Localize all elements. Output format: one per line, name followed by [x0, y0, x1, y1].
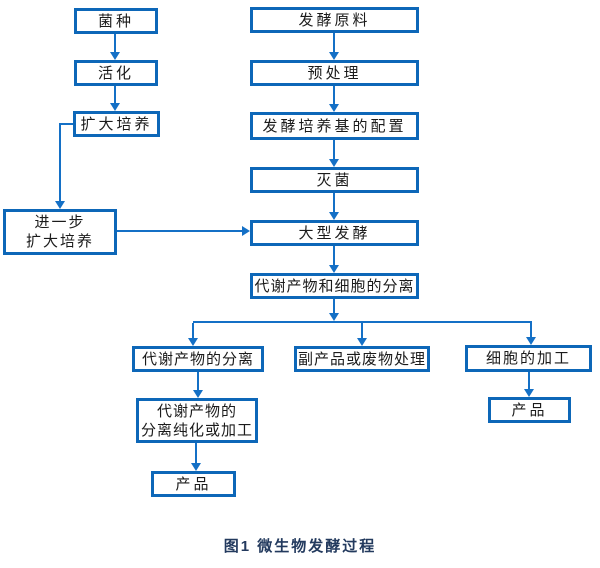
connector-activation-expand-arrowhead [110, 103, 120, 111]
node-activation-label: 活化 [97, 64, 134, 82]
connector-strain-activation-arrowhead [110, 52, 120, 60]
node-cell-processing-label: 细胞的加工 [485, 350, 571, 367]
connector-processing-product-left-arrowhead [191, 463, 201, 471]
connector-activation-expand-line [114, 86, 116, 105]
node-metabolite-cell-separation: 代谢产物和细胞的分离 [250, 273, 419, 299]
node-sterilization: 灭菌 [250, 167, 419, 193]
connector-medium-sterilization-line [333, 140, 335, 160]
connector-branch-byproduct-arrowhead [357, 338, 367, 346]
node-expand-culture-label: 扩大培养 [80, 115, 153, 133]
connector-fermentation-separation-line [333, 246, 335, 266]
node-sterilization-label: 灭菌 [316, 171, 353, 189]
connector-branch-metabolite-separation-arrowhead [188, 338, 198, 346]
connector-branch-cell-processing-arrowhead [526, 337, 536, 345]
node-metabolite-separation: 代谢产物的分离 [132, 346, 264, 372]
node-cell-processing: 细胞的加工 [465, 345, 592, 372]
node-metabolite-separation-label: 代谢产物的分离 [141, 350, 254, 368]
connector-branch-metabolite-separation-line [192, 323, 194, 339]
connector-cell-processing-product-right-line [528, 372, 530, 390]
node-activation: 活化 [74, 60, 158, 86]
node-raw-material: 发酵原料 [250, 7, 419, 33]
connector-raw-pretreatment-line [333, 33, 335, 53]
node-pretreatment: 预处理 [250, 60, 419, 86]
node-expand-culture: 扩大培养 [73, 111, 160, 137]
connector-further-fermentation-arrowhead [242, 226, 250, 236]
node-pretreatment-label: 预处理 [307, 64, 362, 82]
node-product-left-label: 产品 [175, 475, 212, 493]
connector-strain-activation-line [114, 34, 116, 54]
connector-branch-byproduct-line [361, 323, 363, 339]
connector-further-fermentation-line [117, 230, 243, 232]
figure-caption: 图1 微生物发酵过程 [223, 538, 377, 555]
connector-metabolite-separation-processing-arrowhead [193, 390, 203, 398]
connector-raw-pretreatment-arrowhead [329, 52, 339, 60]
node-metabolite-processing: 代谢产物的 分离纯化或加工 [136, 398, 258, 443]
node-strain: 菌种 [74, 8, 158, 34]
node-further-expand-line2: 扩大培养 [25, 233, 94, 250]
node-medium-preparation: 发酵培养基的配置 [250, 112, 419, 140]
node-metabolite-cell-separation-label: 代谢产物和细胞的分离 [254, 277, 415, 295]
node-strain-label: 菌种 [97, 12, 134, 30]
connector-sterilization-fermentation-arrowhead [329, 212, 339, 220]
connector-processing-product-left-line [195, 443, 197, 464]
node-byproduct-waste-treatment: 副产品或废物处理 [294, 346, 430, 372]
connector-cell-processing-product-right-arrowhead [524, 389, 534, 397]
connector-branch-cell-processing-line [530, 323, 532, 338]
connector-pretreatment-medium-arrowhead [329, 104, 339, 112]
connector-expand-further-elbow-horizontal [60, 123, 73, 125]
node-further-expand-culture: 进一步 扩大培养 [3, 209, 117, 255]
node-product-right-label: 产品 [511, 401, 548, 419]
connector-expand-further-arrowhead [55, 201, 65, 209]
connector-fermentation-separation-arrowhead [329, 265, 339, 273]
connector-separation-branch-line [333, 299, 335, 314]
connector-separation-branch-arrowhead [329, 313, 339, 321]
connector-sterilization-fermentation-line [333, 193, 335, 213]
node-large-fermentation: 大型发酵 [250, 220, 419, 246]
node-medium-preparation-label: 发酵培养基的配置 [262, 117, 407, 135]
node-metabolite-processing-line1: 代谢产物的 [156, 402, 237, 420]
node-product-right: 产品 [488, 397, 571, 423]
connector-expand-further-elbow-vertical [59, 123, 61, 202]
node-product-left: 产品 [151, 471, 236, 497]
node-byproduct-waste-treatment-label: 副产品或废物处理 [297, 350, 426, 368]
node-large-fermentation-label: 大型发酵 [298, 224, 371, 242]
node-further-expand-line1: 进一步 [34, 214, 86, 231]
connector-pretreatment-medium-line [333, 86, 335, 105]
branch-distribution-line [193, 321, 532, 323]
connector-metabolite-separation-processing-line [197, 372, 199, 391]
node-raw-material-label: 发酵原料 [298, 11, 371, 29]
connector-medium-sterilization-arrowhead [329, 159, 339, 167]
node-metabolite-processing-line2: 分离纯化或加工 [140, 421, 253, 439]
